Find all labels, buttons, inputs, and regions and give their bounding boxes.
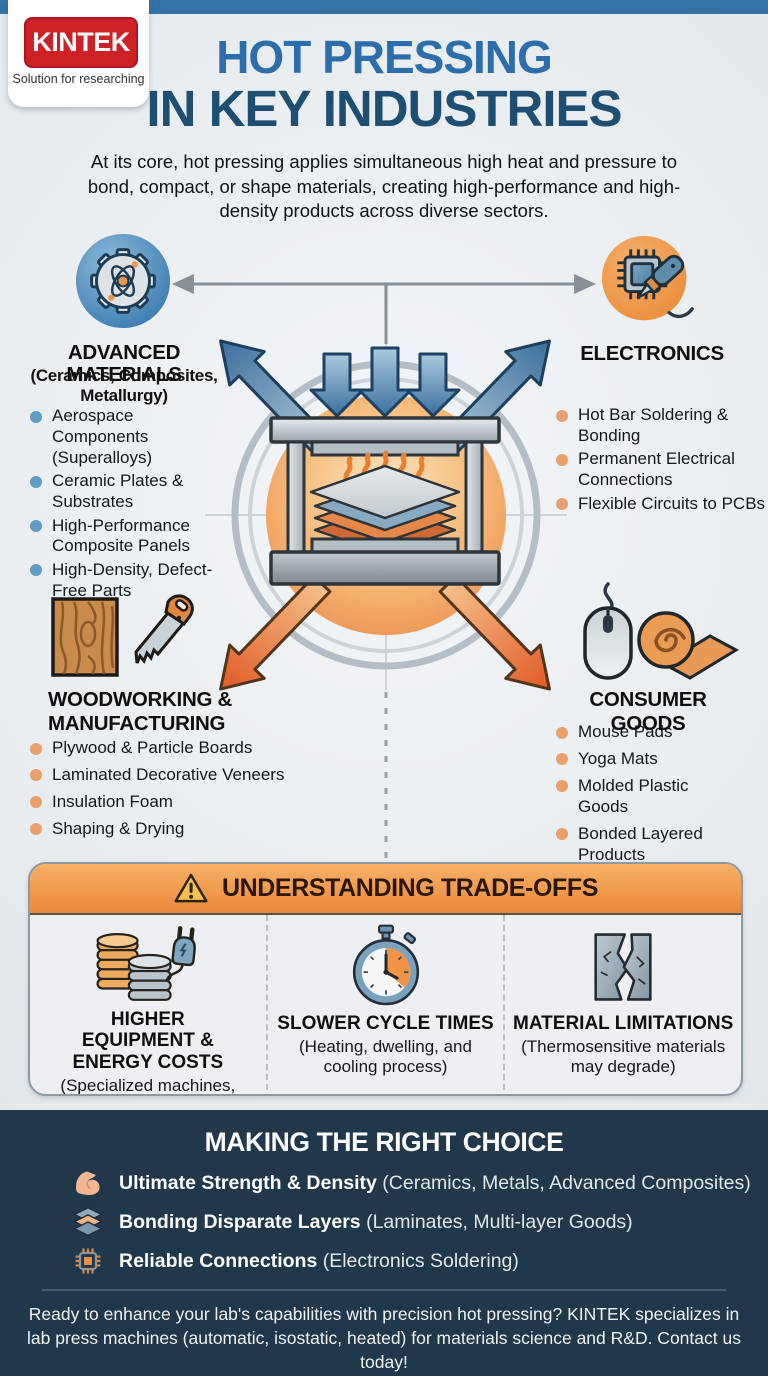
brand-logo: KINTEK Solution for researching	[8, 0, 149, 107]
intro-paragraph: At its core, hot pressing applies simult…	[87, 151, 681, 222]
choice-row-bonding: Bonding Disparate Layers (Laminates, Mul…	[72, 1207, 768, 1237]
choice-bold: Bonding Disparate Layers	[119, 1210, 361, 1233]
advanced-materials-list: Aerospace Components (Superalloys) Ceram…	[30, 406, 222, 604]
list-item: High-Performance Composite Panels	[30, 516, 222, 558]
microchip-soldering-iron-icon	[601, 235, 694, 321]
consumer-goods-list: Mouse Pads Yoga Mats Molded Plastic Good…	[556, 722, 734, 871]
consumer-goods-title: CONSUMER GOODS	[589, 688, 707, 735]
list-item: Aerospace Components (Superalloys)	[30, 406, 222, 469]
tradeoff-title: SLOWER CYCLE TIMES	[277, 1013, 494, 1034]
woodworking-title: WOODWORKING & MANUFACTURING	[48, 688, 232, 736]
list-item: Laminated Decorative Veneers	[30, 765, 330, 786]
gear-atom-icon	[75, 233, 171, 329]
choice-row-strength: Ultimate Strength & Density (Ceramics, M…	[72, 1168, 768, 1198]
hot-press-machine-icon	[269, 416, 501, 586]
tradeoffs-header: UNDERSTANDING TRADE-OFFS	[30, 864, 741, 915]
cracked-material-icon	[594, 933, 652, 1001]
tradeoff-subtitle: (Heating, dwelling, and cooling process)	[299, 1037, 472, 1076]
choice-title: MAKING THE RIGHT CHOICE	[204, 1127, 564, 1157]
woodworking-list: Plywood & Particle Boards Laminated Deco…	[30, 738, 330, 846]
choice-bold: Reliable Connections	[119, 1249, 318, 1272]
tradeoffs-panel: UNDERSTANDING TRADE-OFFS	[28, 862, 743, 1096]
hot-press-diagram	[172, 274, 596, 862]
choice-normal: (Electronics Soldering)	[322, 1249, 519, 1272]
electronics-title: ELECTRONICS	[580, 342, 724, 365]
wood-plank-icon	[51, 597, 119, 677]
warning-triangle-icon	[174, 873, 208, 903]
choice-row-connections: Reliable Connections (Electronics Solder…	[72, 1246, 768, 1276]
making-right-choice-section: MAKING THE RIGHT CHOICE Ultimate Strengt…	[0, 1110, 768, 1376]
industry-diagram: ADVANCED MATERIALS (Ceramics, Composites…	[0, 230, 768, 870]
tradeoff-title: HIGHER EQUIPMENT & ENERGY COSTS	[72, 1009, 224, 1073]
list-item: Mouse Pads	[556, 722, 734, 743]
list-item: Permanent Electrical Connections	[556, 449, 767, 491]
choice-bold: Ultimate Strength & Density	[119, 1171, 377, 1194]
layers-icon	[73, 1207, 103, 1237]
page-title-line2: IN KEY INDUSTRIES	[146, 79, 622, 137]
tradeoff-subtitle: (Thermosensitive materials may degrade)	[521, 1037, 726, 1076]
page-title: HOT PRESSING IN KEY INDUSTRIES	[0, 31, 768, 137]
cta-text: Ready to enhance your lab's capabilities…	[27, 1303, 741, 1372]
layered-material-icon	[309, 464, 461, 556]
tradeoff-subtitle: (Specialized machines, significant energ…	[60, 1075, 236, 1095]
tradeoff-cycle-times: SLOWER CYCLE TIMES (Heating, dwelling, a…	[265, 915, 504, 1090]
electronics-list: Hot Bar Soldering & Bonding Permanent El…	[556, 405, 767, 517]
hand-saw-icon	[134, 594, 194, 664]
computer-mouse-icon	[583, 582, 633, 680]
list-item: Bonded Layered Products	[556, 824, 734, 866]
list-item: Shaping & Drying	[30, 819, 330, 840]
choice-normal: (Laminates, Multi-layer Goods)	[366, 1210, 633, 1233]
list-item: Plywood & Particle Boards	[30, 738, 330, 759]
tradeoffs-body: HIGHER EQUIPMENT & ENERGY COSTS (Special…	[30, 915, 741, 1094]
page-title-line1: HOT PRESSING	[216, 31, 553, 83]
choice-normal: (Ceramics, Metals, Advanced Composites)	[382, 1171, 751, 1194]
footer-divider	[42, 1289, 726, 1291]
brand-tagline: Solution for researching	[12, 72, 145, 86]
list-item: Insulation Foam	[30, 792, 330, 813]
pressure-arrows	[309, 346, 461, 418]
connector-lines	[192, 282, 576, 344]
top-accent-bar	[0, 0, 768, 14]
tradeoff-material-limits: MATERIAL LIMITATIONS (Thermosensitive ma…	[503, 915, 741, 1090]
chip-icon	[75, 1248, 101, 1274]
yoga-mat-icon	[637, 611, 740, 680]
advanced-materials-subtitle: (Ceramics, Composites, Metallurgy)	[30, 366, 218, 406]
list-item: Ceramic Plates & Substrates	[30, 471, 222, 513]
stopwatch-icon	[352, 924, 419, 1006]
tradeoff-title: MATERIAL LIMITATIONS	[513, 1013, 734, 1034]
tradeoffs-title: UNDERSTANDING TRADE-OFFS	[221, 874, 599, 902]
bicep-icon	[76, 1171, 100, 1196]
list-item: Molded Plastic Goods	[556, 776, 734, 818]
tradeoff-costs: HIGHER EQUIPMENT & ENERGY COSTS (Special…	[30, 915, 266, 1094]
advanced-materials-title: ADVANCED MATERIALS	[66, 341, 182, 387]
kintek-logo: KINTEK	[24, 17, 138, 68]
list-item: Yoga Mats	[556, 749, 734, 770]
coins-plug-icon	[96, 926, 196, 1001]
list-item: High-Density, Defect-Free Parts	[30, 560, 222, 602]
list-item: Flexible Circuits to PCBs	[556, 494, 767, 515]
list-item: Hot Bar Soldering & Bonding	[556, 405, 767, 447]
choice-rows: Ultimate Strength & Density (Ceramics, M…	[72, 1168, 768, 1276]
